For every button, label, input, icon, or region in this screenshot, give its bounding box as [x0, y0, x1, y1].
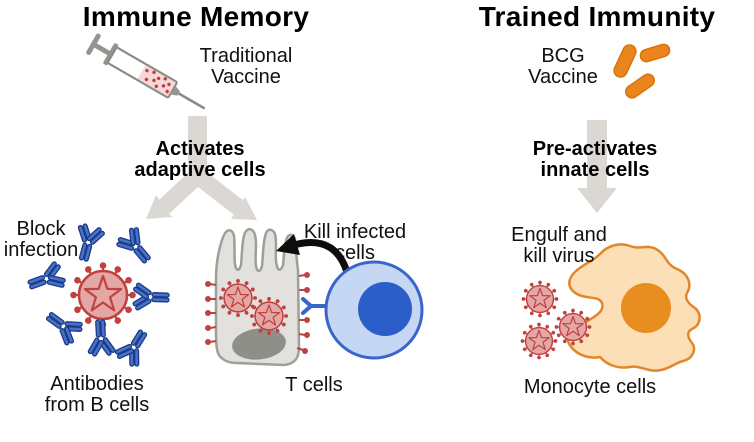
kill-infected-label: Kill infected cells	[303, 221, 407, 264]
receptor-pins	[205, 272, 310, 354]
down-arrow-icon	[577, 120, 617, 213]
kill-arrow-icon	[276, 234, 351, 276]
monocyte-icon	[566, 243, 701, 372]
virus-icon	[521, 280, 559, 318]
infected-cell-icon	[205, 228, 310, 367]
tcell-icon	[301, 260, 424, 360]
bcg-vaccine-label: BCG Vaccine	[528, 45, 598, 88]
bcg-bacteria-icon	[613, 43, 671, 99]
left-title: Immune Memory	[82, 1, 310, 32]
antibody-icon	[112, 223, 159, 271]
right-title: Trained Immunity	[478, 1, 716, 32]
engulf-label: Engulf and kill virus	[511, 224, 607, 267]
syringe-icon	[86, 33, 206, 110]
preactivates-label: Pre-activates innate cells	[532, 138, 658, 181]
split-arrow-icon	[146, 116, 257, 220]
antibody-icon	[131, 281, 171, 313]
block-infection-label: Block infection	[3, 218, 79, 261]
infected-cell-nucleus	[232, 328, 286, 360]
antibody-icon	[23, 258, 69, 299]
virus-icon	[69, 261, 137, 329]
antibodies-label: Antibodies from B cells	[44, 373, 150, 416]
tcell-nucleus	[358, 282, 412, 336]
virus-icon	[520, 322, 558, 360]
monocyte-label: Monocyte cells	[523, 376, 657, 398]
antibody-icon	[111, 323, 157, 371]
tcells-label: T cells	[285, 374, 343, 396]
activates-label: Activates adaptive cells	[134, 138, 266, 181]
tcell-receptor	[301, 297, 330, 315]
monocyte-nucleus	[621, 283, 671, 333]
traditional-vaccine-label: Traditional Vaccine	[199, 45, 293, 88]
antibody-icon	[85, 318, 117, 358]
